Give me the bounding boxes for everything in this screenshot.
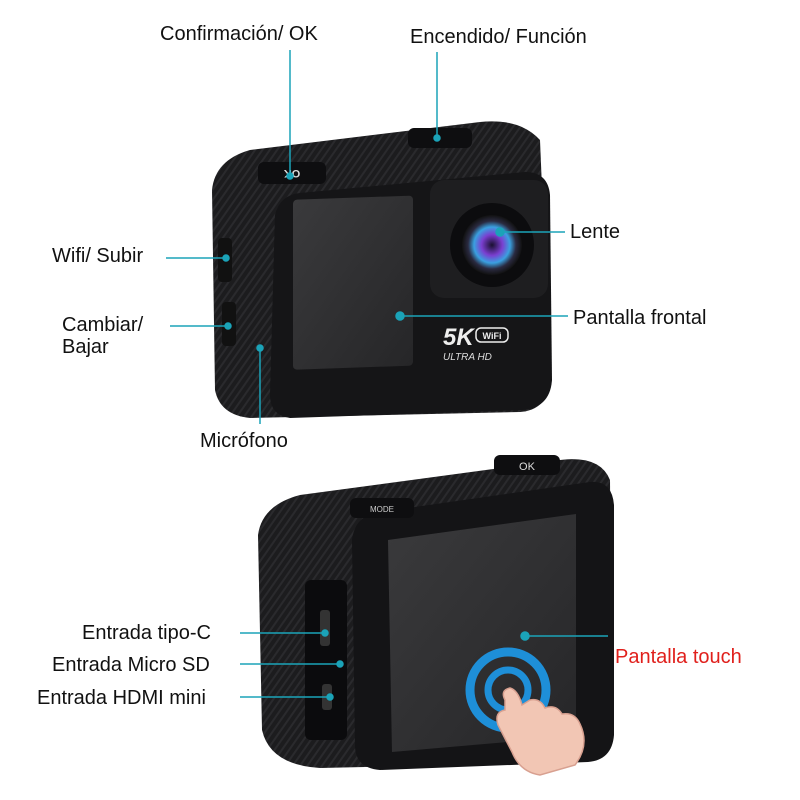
label-front-screen: Pantalla frontal bbox=[573, 307, 707, 329]
badge-wifi: WiFi bbox=[483, 331, 502, 341]
callout-lines bbox=[166, 50, 608, 701]
label-micro-sd: Entrada Micro SD bbox=[52, 654, 210, 676]
mode-button-text: MODE bbox=[370, 505, 394, 514]
ok-button-back bbox=[494, 455, 560, 475]
badge-ultra-hd: ULTRA HD bbox=[443, 352, 492, 363]
mode-button bbox=[350, 498, 414, 518]
camera-front-view: OK 5K WiFi ULTRA HD bbox=[212, 121, 552, 418]
label-usb-c: Entrada tipo-C bbox=[82, 622, 211, 644]
usb-c-port bbox=[320, 610, 330, 646]
label-power-button: Encendido/ Función bbox=[410, 26, 587, 48]
label-switch-line1: Cambiar/ bbox=[62, 314, 144, 336]
front-screen bbox=[293, 195, 413, 370]
label-hdmi: Entrada HDMI mini bbox=[37, 687, 206, 709]
lens bbox=[462, 215, 522, 275]
label-touch-screen: Pantalla touch bbox=[615, 646, 742, 668]
badge-5k: 5K bbox=[443, 324, 475, 351]
label-microphone: Micrófono bbox=[200, 430, 288, 452]
label-ok-button: Confirmación/ OK bbox=[160, 23, 318, 45]
touch-hand-icon bbox=[465, 647, 585, 776]
label-switch-line2: Bajar bbox=[62, 336, 109, 358]
label-wifi-button: Wifi/ Subir bbox=[52, 245, 144, 267]
ok-button-back-text: OK bbox=[519, 461, 536, 473]
side-port-panel bbox=[305, 580, 347, 740]
label-lens: Lente bbox=[570, 221, 621, 243]
